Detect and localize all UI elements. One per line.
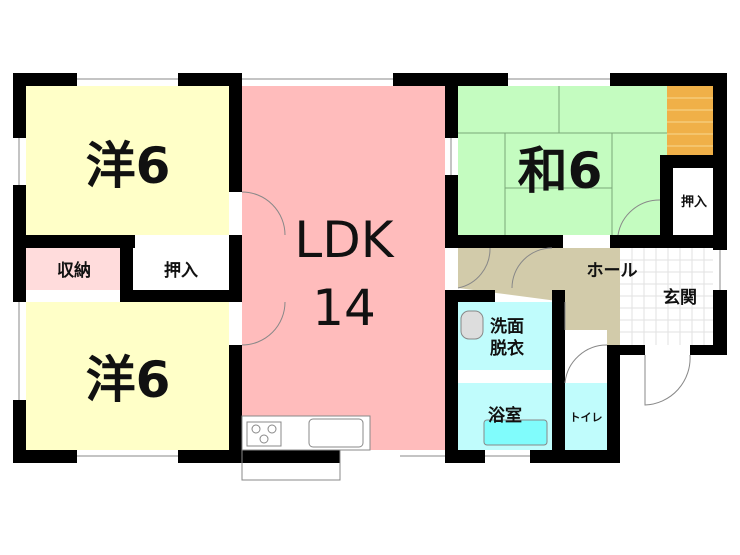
label-hall: ホール (587, 261, 638, 281)
sink (308, 418, 364, 448)
label-storage: 収納 (57, 260, 91, 281)
alcove-lines (667, 97, 713, 147)
room-western-lower (26, 302, 229, 450)
label-ldk-size: 14 (312, 279, 376, 337)
doors (241, 191, 691, 406)
label-toilet: トイレ (570, 411, 603, 424)
entrance-tiles (620, 248, 713, 345)
tatami-lines (458, 86, 667, 235)
label-entrance: 玄関 (663, 287, 697, 308)
room-ldk (242, 86, 445, 450)
room-storage (26, 248, 120, 290)
walls (13, 73, 727, 463)
washbasin (460, 310, 484, 340)
room-toilet (565, 383, 607, 450)
label-closet-japanese: 押入 (681, 194, 707, 210)
cooktop (246, 421, 282, 447)
bathtub (483, 419, 548, 446)
label-japanese: 和6 (518, 142, 603, 200)
room-closet-west (133, 248, 229, 290)
label-changing: 脱衣 (490, 338, 524, 359)
label-ldk: LDK (294, 211, 394, 269)
label-bathroom: 浴室 (488, 405, 522, 426)
label-closet-west: 押入 (164, 260, 198, 281)
label-western-lower: 洋6 (86, 351, 171, 409)
room-closet-japanese (673, 168, 713, 235)
windows (18, 78, 721, 481)
room-western-upper (26, 86, 229, 235)
label-washroom: 洗面 (490, 316, 524, 337)
label-western-upper: 洋6 (86, 137, 171, 195)
